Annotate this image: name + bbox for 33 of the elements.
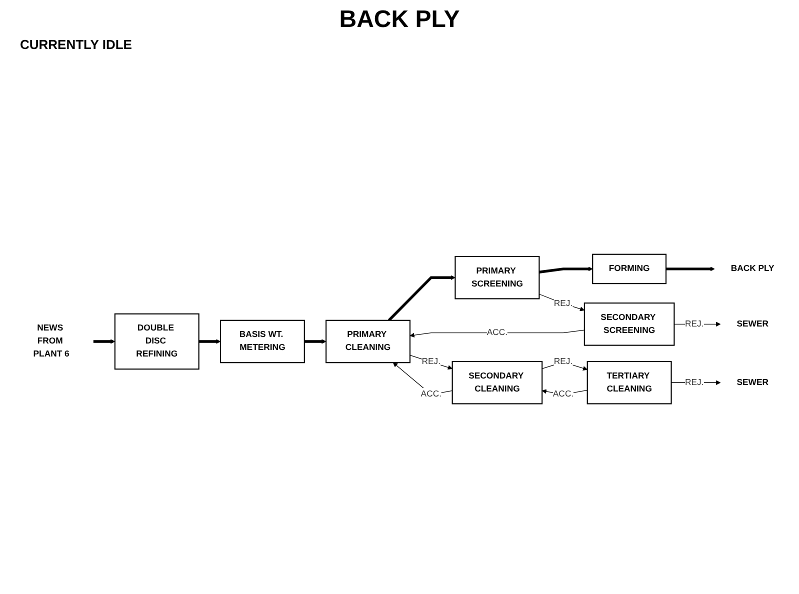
edge-label: REJ. — [684, 319, 704, 328]
arrow — [304, 339, 326, 344]
arrow — [198, 339, 220, 344]
edge-label: ACC. — [420, 390, 442, 399]
edge-label: REJ. — [421, 357, 440, 366]
note-text: CURRENTLY IDLE — [20, 37, 132, 52]
arrow — [666, 266, 714, 272]
arrow — [409, 330, 584, 338]
arrow — [538, 266, 592, 274]
edge-label: REJ. — [553, 298, 572, 308]
arrow — [387, 275, 455, 322]
node-text: SEWER — [736, 319, 768, 328]
diagram-title: BACK PLY — [338, 6, 461, 34]
node-box: SECONDARY CLEANING — [451, 360, 542, 404]
arrow — [92, 339, 115, 344]
node-text: BACK PLY — [730, 264, 774, 274]
node-box: FORMING — [592, 254, 666, 284]
arrow — [538, 294, 584, 312]
node-box: SECONDARY SCREENING — [583, 302, 674, 346]
edge-label: REJ. — [684, 378, 704, 387]
node-text: NEWS FROM PLANT 6 — [32, 324, 69, 359]
edge-label: ACC. — [552, 390, 574, 399]
edge-label: ACC. — [486, 328, 508, 338]
edge-label: REJ. — [553, 357, 572, 366]
node-box: BASIS WT. METERING — [219, 320, 304, 364]
node-box: PRIMARY SCREENING — [454, 256, 540, 300]
node-box: PRIMARY CLEANING — [325, 320, 410, 364]
arrow — [541, 389, 588, 395]
arrow — [392, 362, 452, 395]
arrow — [409, 354, 452, 370]
node-box: TERTIARY CLEANING — [586, 360, 672, 404]
node-text: SEWER — [736, 378, 768, 387]
node-box: DOUBLE DISC REFINING — [114, 313, 199, 370]
